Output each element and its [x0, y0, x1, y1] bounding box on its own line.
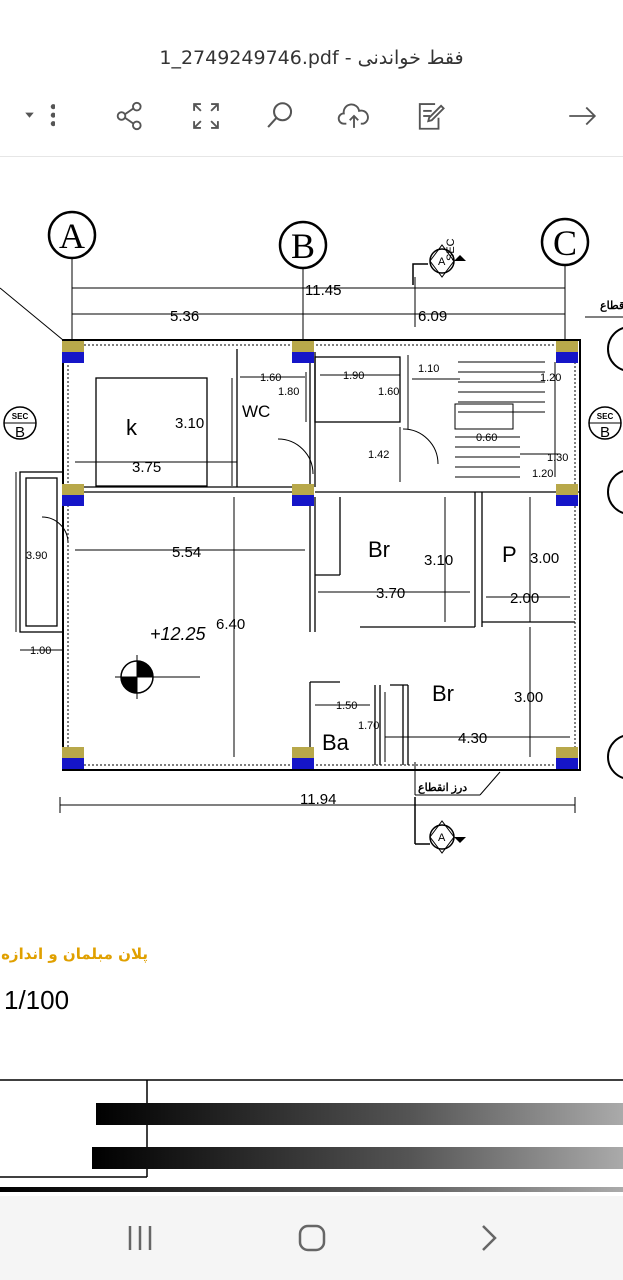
arrow-right-icon	[569, 106, 597, 126]
dim-wc-180: 1.80	[278, 386, 299, 398]
dim-p-200: 2.00	[510, 590, 539, 607]
balcony	[19, 471, 64, 633]
dim-stair-110: 1.10	[418, 363, 439, 375]
chevron-right-icon	[482, 1225, 497, 1251]
fullscreen-icon	[193, 103, 219, 129]
more-vert-icon	[25, 104, 55, 127]
room-wc: WC	[242, 402, 270, 421]
search-button[interactable]	[260, 96, 300, 136]
structural-columns	[62, 341, 578, 769]
back-button[interactable]	[458, 1218, 518, 1258]
dim-hall-142: 1.42	[368, 449, 389, 461]
left-leader-line	[0, 287, 64, 341]
share-button[interactable]	[110, 96, 150, 136]
dim-balcony-390: 3.90	[26, 550, 47, 562]
more-menu-button[interactable]	[18, 96, 58, 136]
dim-left-top: 5.36	[170, 308, 199, 325]
recent-apps-button[interactable]	[110, 1218, 170, 1258]
room-kitchen: k	[126, 415, 138, 440]
section-mark-bottom: A	[414, 797, 466, 854]
right-grid-bubbles	[607, 327, 623, 779]
bottom-dimension	[59, 797, 576, 813]
cloud-upload-button[interactable]	[334, 96, 374, 136]
grid-label-b: B	[291, 226, 315, 266]
forward-button[interactable]	[562, 96, 602, 136]
recent-apps-icon	[128, 1226, 152, 1250]
dim-shower-190: 1.90	[343, 370, 364, 382]
sec-right-label: SEC	[597, 412, 614, 421]
room-br2: Br	[432, 681, 454, 706]
dim-k-width: 3.75	[132, 459, 161, 476]
drawing-title: پلان مبلمان و اندازه	[1, 945, 148, 963]
drawing-scale: 1/100	[4, 985, 70, 1015]
section-mark-top: SEC A	[412, 238, 466, 285]
floor-plan-drawing: A B C 11.45 5.36 6.09 SEC A	[0, 210, 623, 1192]
dim-living-554: 5.54	[172, 544, 201, 561]
grid-axis-a: A	[47, 210, 97, 347]
dim-bottom-total: 11.94	[300, 791, 336, 808]
dim-stair-120b: 1.20	[532, 468, 553, 480]
dim-ba-150: 1.50	[336, 700, 357, 712]
section-mark-left: SEC B	[3, 406, 37, 441]
room-br1: Br	[368, 537, 390, 562]
dim-living-640: 6.40	[216, 616, 245, 633]
dim-shower-160: 1.60	[378, 386, 399, 398]
internal-walls	[63, 349, 580, 765]
dim-br2-430: 4.30	[458, 730, 487, 747]
dim-wc-160: 1.60	[260, 372, 281, 384]
search-icon	[267, 102, 293, 128]
edit-document-button[interactable]	[410, 96, 450, 136]
sec-bottom-a: A	[438, 832, 446, 844]
joint-label-top: قطاع	[600, 300, 623, 312]
share-icon	[116, 101, 142, 131]
top-app-bar: 1_2749249746.pdf - فقط خواندنی	[0, 0, 623, 157]
room-ba: Ba	[322, 730, 350, 755]
dim-br1-310: 3.10	[424, 552, 453, 569]
sec-top-a: A	[438, 256, 446, 268]
dim-k-height: 3.10	[175, 415, 204, 432]
dim-stair-130: 1.30	[547, 452, 568, 464]
dim-total-top: 11.45	[305, 282, 341, 299]
cloud-upload-icon	[337, 103, 369, 128]
grid-label-a: A	[59, 216, 85, 256]
dim-balcony-100: 1.00	[30, 645, 51, 657]
joint-callout	[414, 762, 501, 796]
dim-p-300: 3.00	[530, 550, 559, 567]
joint-label: درز انقطاع	[418, 782, 467, 794]
doors	[41, 428, 439, 544]
staircase	[407, 355, 545, 478]
system-navigation-bar	[0, 1196, 623, 1280]
level-marker	[115, 655, 200, 699]
pdf-page[interactable]: A B C 11.45 5.36 6.09 SEC A	[0, 157, 623, 1192]
edit-document-icon	[418, 103, 445, 130]
sec-left-b: B	[15, 424, 25, 441]
sec-right-b: B	[600, 424, 610, 441]
file-title: 1_2749249746.pdf - فقط خواندنی	[159, 47, 464, 69]
room-p: P	[502, 542, 517, 567]
dim-ba-170: 1.70	[358, 720, 379, 732]
grid-label-c: C	[553, 223, 577, 263]
dim-br2-300: 3.00	[514, 689, 543, 706]
dim-right-top: 6.09	[418, 308, 447, 325]
home-icon	[298, 1224, 326, 1252]
grid-axis-b: B	[278, 220, 328, 347]
dim-br1-370: 3.70	[376, 585, 405, 602]
home-button[interactable]	[282, 1218, 342, 1258]
title-block	[0, 1079, 623, 1192]
inner-dimension-lines	[15, 362, 570, 762]
fullscreen-button[interactable]	[186, 96, 226, 136]
sec-top-label: SEC	[445, 238, 457, 261]
level-text: +12.25	[150, 624, 207, 644]
sec-left-label: SEC	[12, 412, 29, 421]
grid-axis-c: C	[540, 217, 590, 347]
top-dimensions	[72, 277, 565, 327]
dim-stair-120a: 1.20	[540, 372, 561, 384]
dim-stair-060: 0.60	[476, 432, 497, 444]
section-mark-right: SEC B	[588, 406, 622, 441]
